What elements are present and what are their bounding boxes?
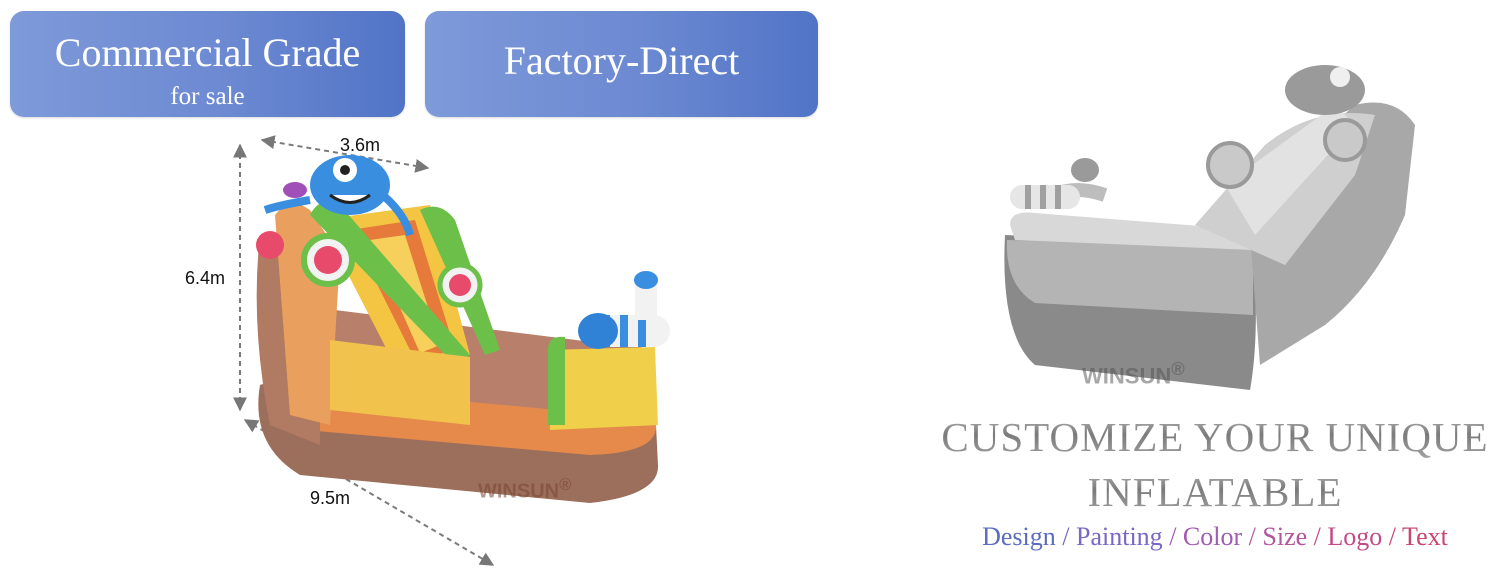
winsun-watermark-gray: WINSUN® — [1082, 358, 1185, 389]
option-separator: / — [1242, 522, 1263, 551]
factory-direct-title: Factory-Direct — [503, 38, 740, 83]
winsun-watermark-gray-text: WINSUN — [1082, 363, 1172, 389]
option-text: Text — [1402, 522, 1448, 551]
option-separator: / — [1382, 522, 1403, 551]
commercial-grade-badge: Commercial Grade for sale — [10, 11, 405, 117]
option-separator: / — [1055, 522, 1077, 551]
customize-options: Design / Painting / Color / Size / Logo … — [930, 522, 1500, 552]
option-color: Color — [1182, 522, 1243, 551]
registered-mark: ® — [559, 475, 572, 494]
option-separator: / — [1307, 522, 1328, 551]
option-design: Design — [982, 522, 1056, 551]
length-label: 9.5m — [310, 488, 351, 508]
winsun-watermark-color: WINSUN® — [478, 475, 571, 504]
width-arrow — [260, 135, 430, 173]
height-label: 6.4m — [185, 268, 226, 288]
inflatable-slide-grayscale-image — [1004, 65, 1415, 390]
commercial-grade-title: Commercial Grade — [54, 30, 361, 75]
for-sale-subtitle: for sale — [170, 83, 245, 110]
option-separator: / — [1162, 522, 1183, 551]
inflatable-slide-color-image — [256, 155, 670, 503]
option-logo: Logo — [1327, 522, 1383, 551]
width-label: 3.6m — [340, 135, 381, 155]
option-painting: Painting — [1076, 522, 1163, 551]
winsun-watermark-text: WINSUN — [478, 480, 560, 503]
customize-headline-line1: CUSTOMIZE YOUR UNIQUE — [930, 413, 1500, 461]
option-size: Size — [1262, 522, 1308, 551]
factory-direct-badge: Factory-Direct — [425, 11, 818, 117]
registered-mark-gray: ® — [1171, 358, 1185, 379]
customize-headline-line2: INFLATABLE — [930, 468, 1500, 516]
